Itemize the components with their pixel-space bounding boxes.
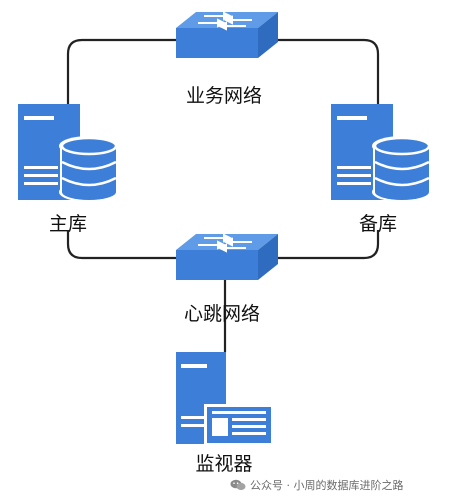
database-cylinder-icon: [59, 136, 119, 202]
primary-db-label: 主库: [49, 213, 87, 235]
standby-db-label: 备库: [359, 213, 397, 235]
heartbeat-network-label: 心跳网络: [184, 303, 260, 325]
heartbeat-link-left: [66, 230, 185, 260]
business-network-link-left: [66, 38, 185, 104]
wechat-icon: [230, 479, 246, 491]
heartbeat-network-switch-icon: [176, 233, 278, 280]
heartbeat-link-right: [272, 230, 380, 260]
watermark: 公众号 · 小周的数据库进阶之路: [230, 477, 404, 493]
watermark-text: 公众号 · 小周的数据库进阶之路: [250, 479, 404, 492]
database-cylinder-icon: [372, 136, 432, 202]
business-network-switch-icon: [176, 11, 278, 58]
monitor-screen-icon: [204, 404, 274, 446]
business-network-label: 业务网络: [186, 85, 262, 107]
primary-db-server-icon: [18, 104, 119, 202]
monitor-label: 监视器: [195, 453, 252, 475]
business-network-link-right: [272, 38, 380, 104]
standby-db-server-icon: [331, 104, 432, 202]
connection-lines: [66, 38, 380, 352]
monitor-server-icon: [176, 352, 274, 446]
